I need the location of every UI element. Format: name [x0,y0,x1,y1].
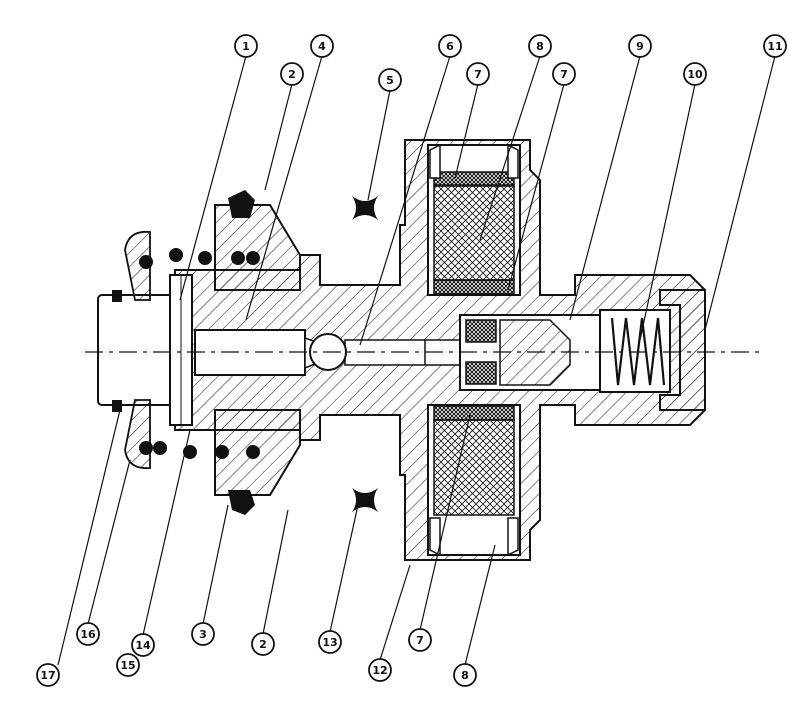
v-seal-lower [228,490,255,515]
callout-label: 2 [259,638,267,651]
callout-circle [453,663,477,687]
callout-label: 8 [461,669,469,682]
callout-label: 9 [636,40,644,53]
callout-c8a: 8 [528,34,552,58]
callout-label: 10 [687,68,703,81]
callout-label: 13 [322,636,337,649]
callout-circle [683,62,707,86]
leader-lines [57,55,776,666]
garter-spring [139,248,260,459]
callout-circle [76,622,100,646]
callout-label: 1 [242,40,250,53]
callout-circle [318,630,342,654]
callout-c15: 15 [116,653,140,677]
callout-label: 3 [199,628,207,641]
callout-label: 12 [372,664,387,677]
callout-circle [528,34,552,58]
callout-circle [763,34,787,58]
callout-c17: 17 [36,663,60,687]
spring [599,309,671,393]
retaining-washer [124,230,151,470]
callout-circle [310,34,334,58]
callout-c1: 1 [234,34,258,58]
coil-bore-lower [427,404,521,557]
callout-circle [552,62,576,86]
callout-c7c: 7 [408,628,432,652]
callout-circle [438,34,462,58]
callout-label: 14 [135,639,151,652]
callout-label: 7 [560,68,568,81]
callout-circle [378,68,402,92]
callout-label: 7 [474,68,482,81]
coil-bore-upper [427,143,521,296]
callout-label: 16 [80,628,96,641]
callout-c5: 5 [378,68,402,92]
callout-c3: 3 [191,622,215,646]
callout-c4: 4 [310,34,334,58]
callout-circle [368,658,392,682]
callout-circle [628,34,652,58]
callout-c2a: 2 [280,62,304,86]
x-ring-upper [352,196,378,220]
callout-c16: 16 [76,622,100,646]
callout-label: 11 [767,40,782,53]
callout-circle [36,663,60,687]
callout-c14: 14 [131,633,155,657]
callout-circle [251,632,275,656]
callout-c7a: 7 [466,62,490,86]
callout-label: 15 [120,659,135,672]
callout-circle [234,34,258,58]
callout-c2b: 2 [251,632,275,656]
callout-label: 2 [288,68,296,81]
callout-c12: 12 [368,658,392,682]
callout-circle [466,62,490,86]
callout-c6: 6 [438,34,462,58]
callout-label: 8 [536,40,544,53]
callout-c9: 9 [628,34,652,58]
callout-label: 7 [416,634,424,647]
callout-c11: 11 [763,34,787,58]
callout-c8b: 8 [453,663,477,687]
input-shaft [97,274,193,426]
callout-label: 6 [446,40,454,53]
callout-label: 17 [40,669,55,682]
callout-circle [191,622,215,646]
callout-circle [408,628,432,652]
callout-c7b: 7 [552,62,576,86]
callout-c10: 10 [683,62,707,86]
callout-label: 4 [318,40,326,53]
callout-label: 5 [386,74,394,87]
callout-circle [280,62,304,86]
callout-circle [131,633,155,657]
callout-c13: 13 [318,630,342,654]
v-seal-upper [228,190,255,218]
callout-circle [116,653,140,677]
x-ring-lower [352,488,378,512]
